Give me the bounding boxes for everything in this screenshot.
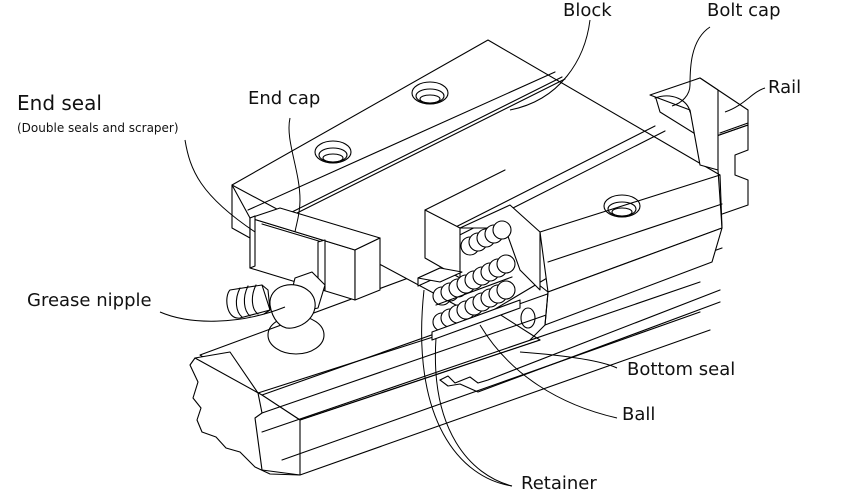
retainers [417, 267, 521, 341]
label-grease-nipple: Grease nipple [27, 290, 152, 311]
label-end-seal: End seal [17, 91, 102, 115]
label-rail: Rail [768, 77, 801, 98]
ball-row-lower [432, 280, 516, 332]
mounting-hole-2 [411, 81, 449, 105]
label-end-seal-note: (Double seals and scraper) [17, 121, 179, 135]
ball-row-upper [460, 220, 512, 256]
mounting-holes [314, 81, 641, 218]
leader-retainer-1 [421, 289, 513, 487]
leader-bottom-seal [519, 351, 618, 369]
label-end-cap: End cap [248, 88, 320, 109]
label-ball: Ball [622, 404, 655, 425]
leader-retainer-2 [434, 337, 513, 487]
end-cap [249, 207, 381, 301]
retainer-upper-top [417, 267, 463, 283]
leader-bolt-cap [671, 26, 711, 107]
label-retainer: Retainer [521, 473, 597, 494]
leader-lines [159, 19, 766, 487]
leader-end-seal [184, 139, 256, 233]
label-bolt-cap: Bolt cap [707, 0, 781, 21]
mounting-hole-1 [314, 140, 352, 164]
end-seal [249, 215, 326, 293]
leader-grease-nipple [159, 306, 286, 322]
leader-block [509, 19, 591, 111]
label-block: Block [563, 0, 612, 21]
label-bottom-seal: Bottom seal [627, 359, 735, 380]
leader-end-cap [288, 117, 301, 233]
balls [432, 220, 516, 332]
ball-row-middle [432, 254, 516, 306]
mounting-hole-3 [603, 194, 641, 218]
labels: End seal (Double seals and scraper) End … [17, 0, 801, 494]
leader-ball [479, 324, 618, 419]
leader-rail [724, 87, 766, 113]
grease-nipple [226, 271, 326, 329]
retainer-lower [431, 299, 521, 341]
